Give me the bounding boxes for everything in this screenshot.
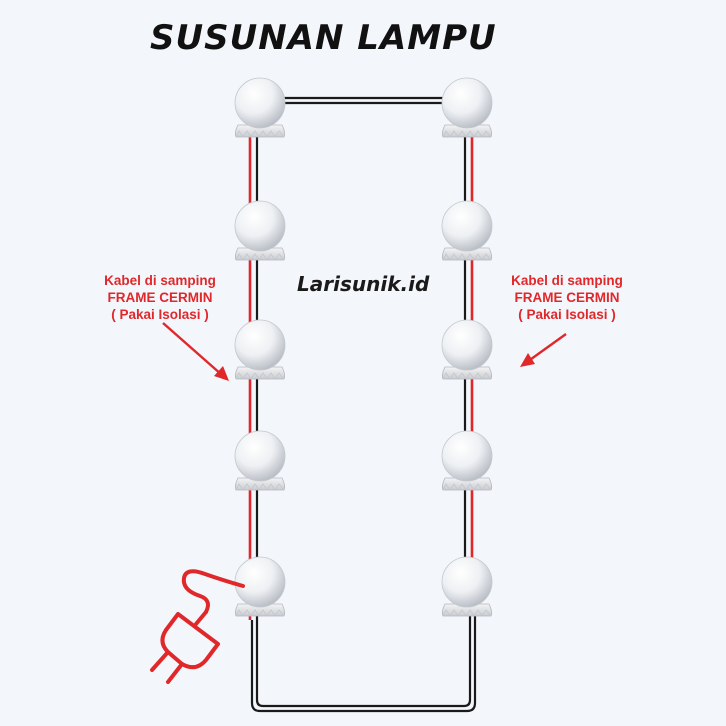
annotation-line: FRAME CERMIN: [107, 290, 213, 305]
watermark-text: Larisunik.id: [297, 272, 430, 296]
light-bulb-icon: [234, 430, 286, 491]
bulb-column-right: [441, 77, 493, 617]
light-bulb-icon: [441, 430, 493, 491]
light-bulb-icon: [441, 77, 493, 138]
arrow-icon: [520, 333, 567, 367]
light-bulb-icon: [234, 319, 286, 380]
annotation-line: Kabel di samping: [104, 273, 216, 288]
annotation-line: Kabel di samping: [511, 273, 623, 288]
annotation-line: FRAME CERMIN: [514, 290, 620, 305]
light-bulb-icon: [234, 77, 286, 138]
annotation-left: Kabel di samping FRAME CERMIN ( Pakai Is…: [75, 272, 245, 323]
bulb-column-left: [234, 77, 286, 617]
light-bulb-icon: [441, 319, 493, 380]
annotation-line: ( Pakai Isolasi ): [518, 307, 616, 322]
light-bulb-icon: [234, 200, 286, 261]
power-plug-icon: [150, 569, 245, 684]
annotation-right: Kabel di samping FRAME CERMIN ( Pakai Is…: [482, 272, 652, 323]
page-title: SUSUNAN LAMPU: [150, 18, 497, 58]
light-bulb-icon: [441, 200, 493, 261]
light-bulb-icon: [441, 556, 493, 617]
wire-frame: [248, 96, 477, 713]
annotation-line: ( Pakai Isolasi ): [111, 307, 209, 322]
arrow-icon: [162, 322, 229, 381]
